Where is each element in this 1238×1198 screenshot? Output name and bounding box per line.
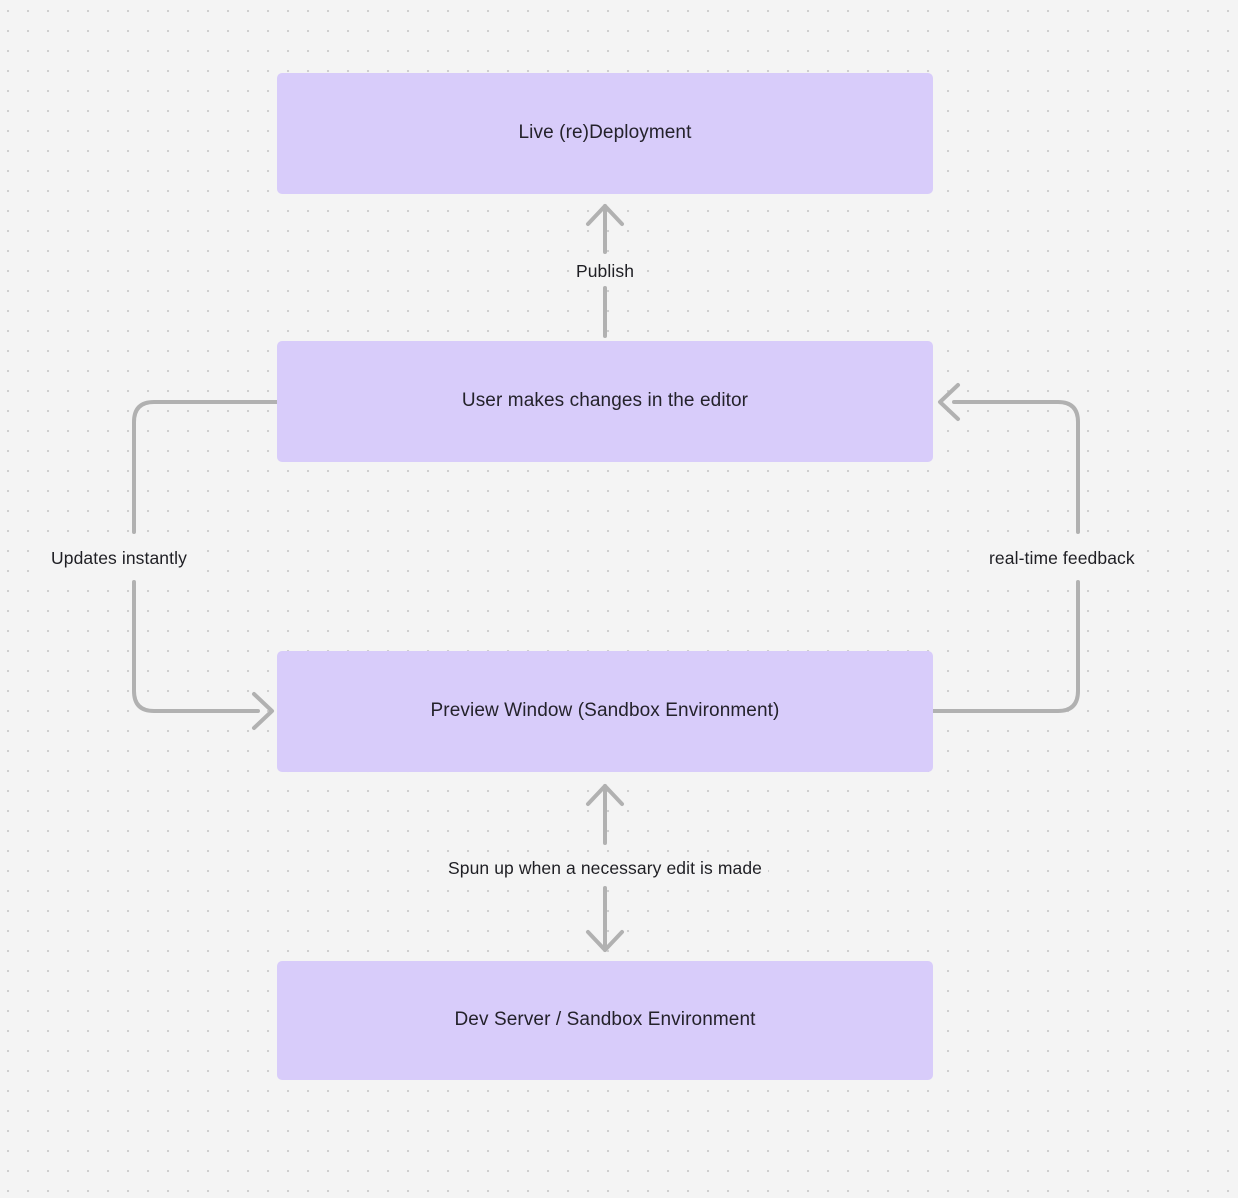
edge-updates-instantly-lower-segment <box>132 580 260 713</box>
edge-updates-instantly-upper-segment <box>132 400 279 534</box>
edge-updates-instantly-arrowhead-right <box>252 692 274 730</box>
node-user-edits[interactable]: User makes changes in the editor <box>277 341 933 462</box>
node-dev-server-label: Dev Server / Sandbox Environment <box>454 1009 756 1031</box>
edge-spun-up-arrowhead-down <box>586 930 624 952</box>
node-live-deployment[interactable]: Live (re)Deployment <box>277 73 933 194</box>
edge-label-real-time-feedback: real-time feedback <box>983 545 1141 573</box>
node-preview-window[interactable]: Preview Window (Sandbox Environment) <box>277 651 933 772</box>
node-preview-window-label: Preview Window (Sandbox Environment) <box>430 700 780 722</box>
edge-publish-arrowhead-up <box>586 204 624 226</box>
edge-label-spun-up: Spun up when a necessary edit is made <box>441 855 769 883</box>
edge-label-publish: Publish <box>569 258 641 286</box>
edge-real-time-feedback-lower-segment <box>931 580 1080 713</box>
edge-spun-up-arrowhead-up <box>586 784 624 806</box>
edge-label-updates-instantly: Updates instantly <box>45 545 193 573</box>
node-user-edits-label: User makes changes in the editor <box>461 390 749 412</box>
node-dev-server[interactable]: Dev Server / Sandbox Environment <box>277 961 933 1080</box>
node-live-deployment-label: Live (re)Deployment <box>518 122 692 144</box>
edge-real-time-feedback-upper-segment <box>952 400 1080 534</box>
edge-real-time-feedback-arrowhead-left <box>938 383 960 421</box>
